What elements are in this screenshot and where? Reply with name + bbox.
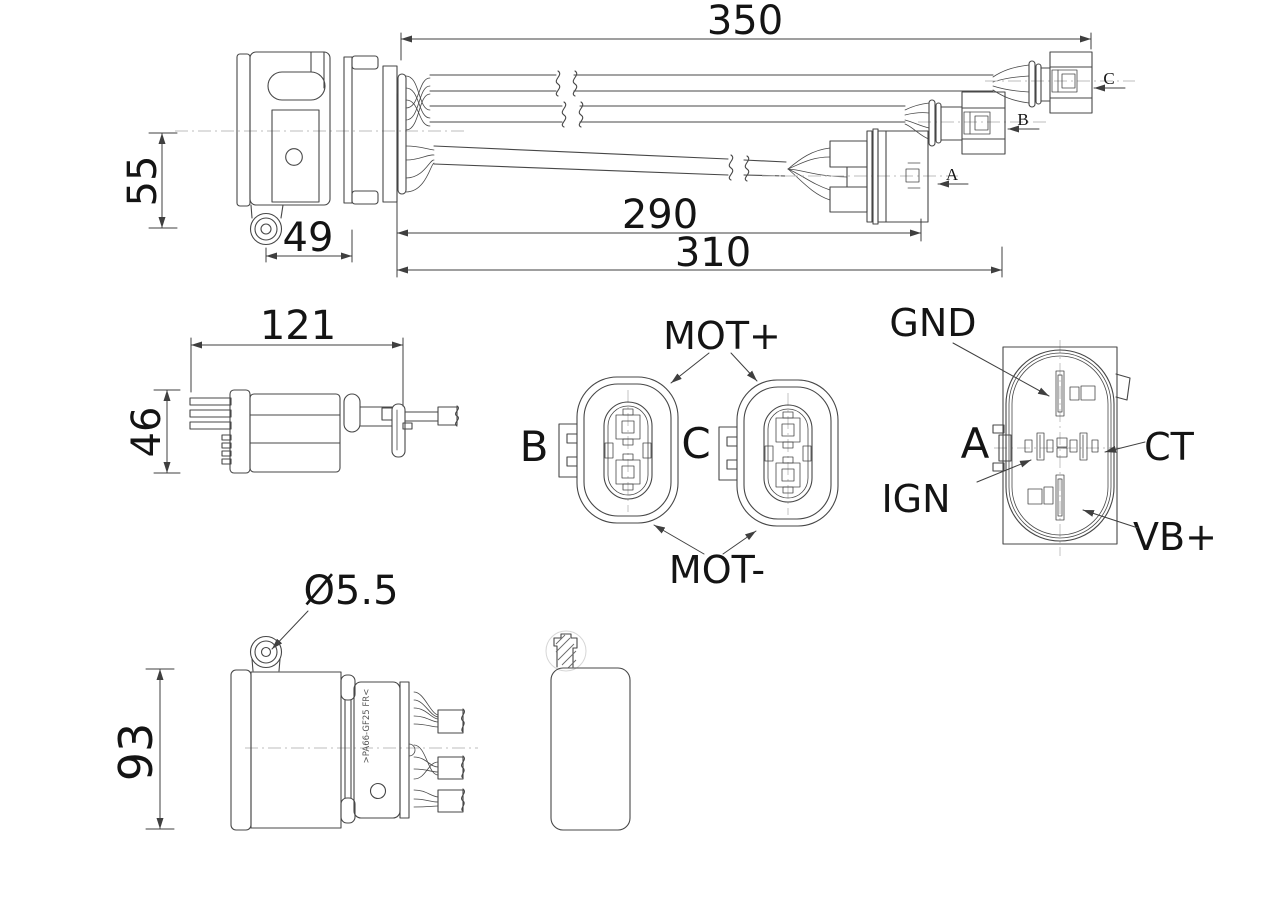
dim-top-height: 46 bbox=[124, 407, 170, 458]
detail-circle bbox=[545, 630, 587, 672]
dim-front-height: 93 bbox=[109, 723, 163, 782]
latch-tab bbox=[718, 426, 738, 481]
connector-callout-b: B bbox=[1007, 110, 1040, 133]
mounting-lug-front bbox=[249, 635, 283, 672]
dim-hole-diameter: Ø5.5 bbox=[271, 568, 399, 650]
dim-290: 290 bbox=[396, 93, 922, 278]
dim-overall-length: 350 bbox=[707, 0, 783, 44]
vb-label: VB+ bbox=[1133, 515, 1217, 559]
perforated-plate-view bbox=[545, 630, 631, 831]
connector-callout-c: C bbox=[1093, 69, 1126, 92]
motor-connector-b-face: B bbox=[520, 376, 679, 524]
dim-121: 121 bbox=[190, 303, 404, 407]
heatsink-plate-front bbox=[230, 669, 252, 831]
dim-55: 55 bbox=[120, 132, 178, 229]
latch-tab bbox=[558, 423, 578, 478]
motor-connector-b-label: B bbox=[520, 422, 549, 471]
connector-callout-a: A bbox=[937, 165, 969, 188]
harness-strands bbox=[405, 75, 435, 193]
top-view-body bbox=[189, 389, 459, 474]
motor-connector-c-face: C bbox=[681, 379, 839, 527]
callout-c-label: C bbox=[1103, 69, 1114, 88]
boot-front bbox=[340, 674, 356, 824]
cable-to-a bbox=[433, 145, 848, 201]
motor-terminal-callouts: MOT+ MOT- bbox=[653, 314, 781, 592]
dim-93: 93 bbox=[109, 668, 175, 830]
terminal-bottom bbox=[775, 456, 801, 494]
material-marking: >PA66-GF25 FR< bbox=[362, 689, 372, 764]
ign-label: IGN bbox=[881, 477, 950, 521]
connector-b-side bbox=[918, 91, 1046, 155]
front-view: 93 Ø5.5 >PA66-GF25 FR< bbox=[109, 568, 478, 831]
module-body-front bbox=[250, 671, 342, 829]
dim-350: 350 bbox=[400, 0, 1092, 61]
terminal-bottom bbox=[615, 453, 641, 491]
main-assembly-side-view: A B C 350 290 310 bbox=[120, 0, 1135, 278]
connector-c-side bbox=[985, 51, 1135, 114]
terminal-top bbox=[615, 408, 641, 446]
hole-diameter-label: Ø5.5 bbox=[303, 568, 398, 614]
connector-a-side bbox=[762, 128, 958, 225]
front-wires bbox=[413, 691, 465, 813]
control-connector-a-face: GND A IGN CT VB+ bbox=[881, 301, 1217, 559]
cable-to-c bbox=[429, 64, 1030, 104]
module-body-side bbox=[249, 51, 331, 206]
cable-to-b bbox=[429, 101, 930, 140]
dim-lug-to-face: 49 bbox=[283, 215, 334, 261]
plate-tab-section bbox=[553, 633, 578, 669]
gnd-label: GND bbox=[889, 301, 976, 345]
pin-gnd bbox=[1055, 370, 1065, 417]
motor-connector-c-label: C bbox=[681, 419, 710, 468]
callout-a-label: A bbox=[946, 165, 959, 184]
heatsink-plate-side bbox=[236, 53, 251, 207]
mot-plus-label: MOT+ bbox=[663, 314, 781, 358]
mounting-lug-side bbox=[249, 204, 284, 246]
pin-row-middle bbox=[1024, 432, 1099, 461]
index-tab bbox=[1115, 373, 1131, 401]
pin-vb bbox=[1055, 474, 1065, 521]
dim-310: 310 bbox=[396, 230, 1003, 278]
mot-minus-label: MOT- bbox=[669, 548, 765, 592]
dim-to-connector-a: 290 bbox=[622, 192, 698, 238]
dim-46: 46 bbox=[124, 389, 181, 474]
terminal-top bbox=[775, 411, 801, 449]
dim-49: 49 bbox=[265, 215, 353, 263]
callout-b-label: B bbox=[1017, 110, 1028, 129]
ct-label: CT bbox=[1144, 425, 1195, 469]
plate-outline bbox=[550, 667, 631, 831]
dim-body-height: 55 bbox=[120, 156, 166, 207]
control-connector-a-label: A bbox=[961, 419, 990, 468]
dim-to-connector-a-end: 310 bbox=[675, 230, 751, 276]
top-view: 121 46 bbox=[124, 303, 459, 474]
dim-top-length: 121 bbox=[260, 303, 336, 349]
connector-housing-front: >PA66-GF25 FR< bbox=[353, 681, 416, 819]
